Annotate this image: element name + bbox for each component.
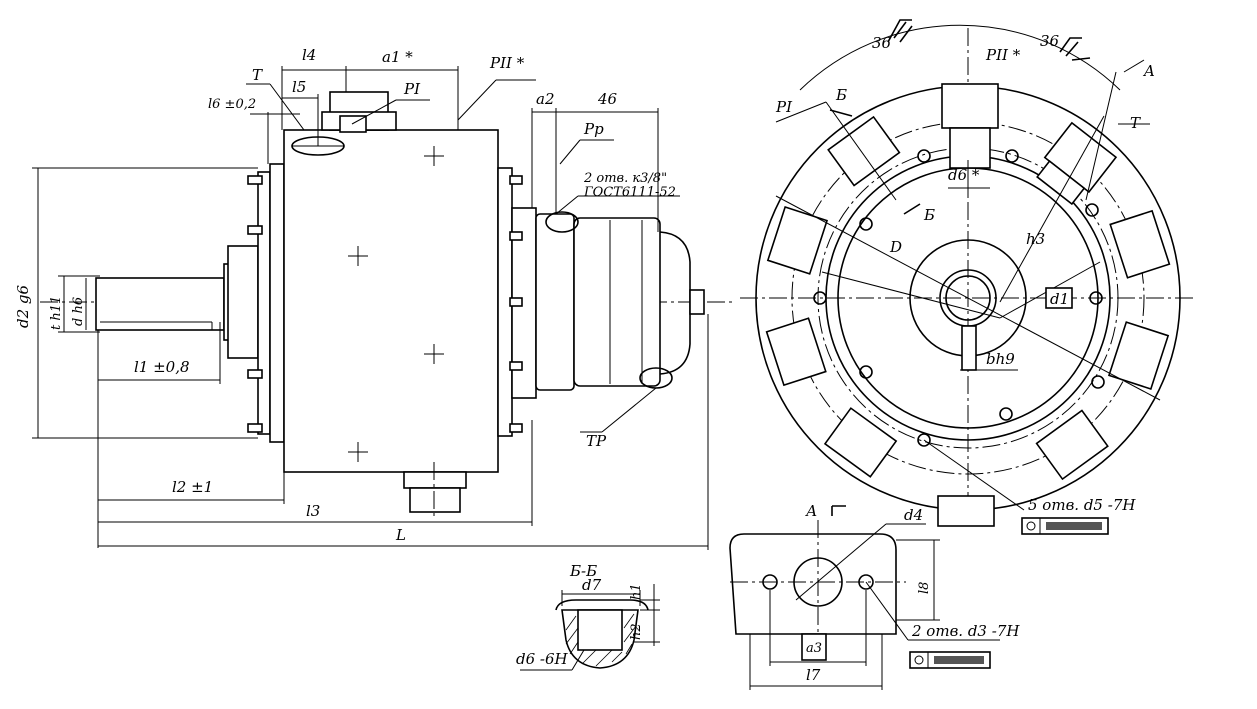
label-tp: TP: [586, 432, 607, 450]
position-tolerance-frame-2: [909, 651, 991, 669]
end-view: 36 36 PII * A PI Б Б T d6 * D h3 d1 bh9 …: [740, 19, 1195, 535]
label-l3: l3: [306, 502, 320, 520]
label-d6-6h: d6 -6H: [516, 650, 569, 668]
label-d4: d4: [904, 506, 923, 524]
view-a-hole-left: [762, 574, 778, 590]
section-bb-title: Б-Б: [569, 562, 597, 580]
view-a-outline: [729, 533, 897, 635]
shaft: [95, 277, 225, 331]
label-l4: l4: [302, 46, 316, 64]
bottom-fitting: [403, 471, 467, 489]
label-a3: a3: [806, 641, 822, 656]
view-a-arrow-mark: [831, 505, 846, 516]
port-pp-opening: [545, 211, 579, 233]
label-d2: d2 g6: [14, 284, 32, 328]
view-a-key: [801, 633, 827, 661]
tail-plug: [689, 289, 705, 315]
roughness-mark-right: [1059, 37, 1091, 61]
label-a-arrow: A: [1142, 62, 1155, 80]
label-pp: Pp: [583, 120, 604, 138]
label-l1: l1 ±0,8: [134, 358, 190, 376]
label-roughness-right: 36: [1040, 32, 1060, 50]
body-cross-marks: [348, 146, 444, 462]
label-d7: d7: [582, 576, 602, 594]
label-l7: l7: [806, 666, 821, 684]
label-d1: d1: [1050, 290, 1069, 308]
label-h2: h2: [629, 623, 644, 640]
label-b-mark: Б: [835, 86, 847, 104]
roughness-mark-left: [887, 19, 913, 43]
label-hole-note-2: ГОСТ6111-52: [583, 185, 676, 200]
label-bh9: bh9: [986, 350, 1015, 368]
label-t-h11: t h11: [49, 296, 64, 330]
label-end-t: T: [1130, 114, 1141, 132]
flange-bolts: [247, 175, 263, 433]
label-t: T: [252, 66, 263, 84]
section-bb-hatch: [565, 613, 637, 667]
label-big-d: D: [889, 238, 902, 256]
radial-port-blocks: [765, 83, 1171, 527]
label-end-p2: PII *: [985, 46, 1021, 64]
section-bb: Б-Б d7 h1 h2 d6 -6H: [516, 562, 660, 671]
label-holes-5: 5 отв. d5 -7H: [1028, 496, 1136, 514]
label-l5: l5: [292, 78, 306, 96]
d1-frame: [1045, 287, 1073, 309]
label-l2: l2 ±1: [172, 478, 213, 496]
view-a-title: А: [805, 502, 817, 520]
label-big-l: L: [395, 526, 406, 544]
label-a2: a2: [536, 90, 555, 108]
label-h3: h3: [1026, 230, 1045, 248]
side-view: l4 a1 * PII * T l5 PI l6 ±0,2 a2 46 Pp 2…: [14, 46, 735, 550]
label-d-h6: d h6: [71, 297, 86, 326]
key-slot: [961, 325, 977, 371]
side-dimensions: [32, 66, 709, 550]
label-end-p1: PI: [775, 98, 793, 116]
tail-adapter: [535, 213, 575, 391]
pump-body: [283, 129, 499, 473]
label-roughness-left: 36: [872, 34, 892, 52]
label-p2: PII *: [489, 54, 525, 72]
label-l8: l8: [917, 582, 932, 594]
label-46: 46: [597, 90, 618, 108]
label-hole-note-1: 2 отв. к3/8": [583, 171, 667, 186]
label-h1: h1: [629, 583, 644, 600]
view-a: А d4 l8 a3 l7 2 отв. d3 -7H: [729, 502, 1020, 690]
label-d6: d6 *: [948, 166, 980, 184]
mounting-flange: [257, 171, 271, 435]
label-b-mark-2: Б: [923, 206, 935, 224]
label-holes-2: 2 отв. d3 -7H: [911, 622, 1020, 640]
bolt-holes: [813, 149, 1105, 447]
view-a-center-bore: [793, 557, 843, 607]
tail-housing: [573, 217, 661, 387]
view-a-hole-right: [858, 574, 874, 590]
label-a1: a1 *: [382, 48, 413, 66]
label-p1: PI: [403, 80, 421, 98]
label-l6: l6 ±0,2: [208, 97, 256, 112]
position-tolerance-frame-1: [1021, 517, 1109, 535]
